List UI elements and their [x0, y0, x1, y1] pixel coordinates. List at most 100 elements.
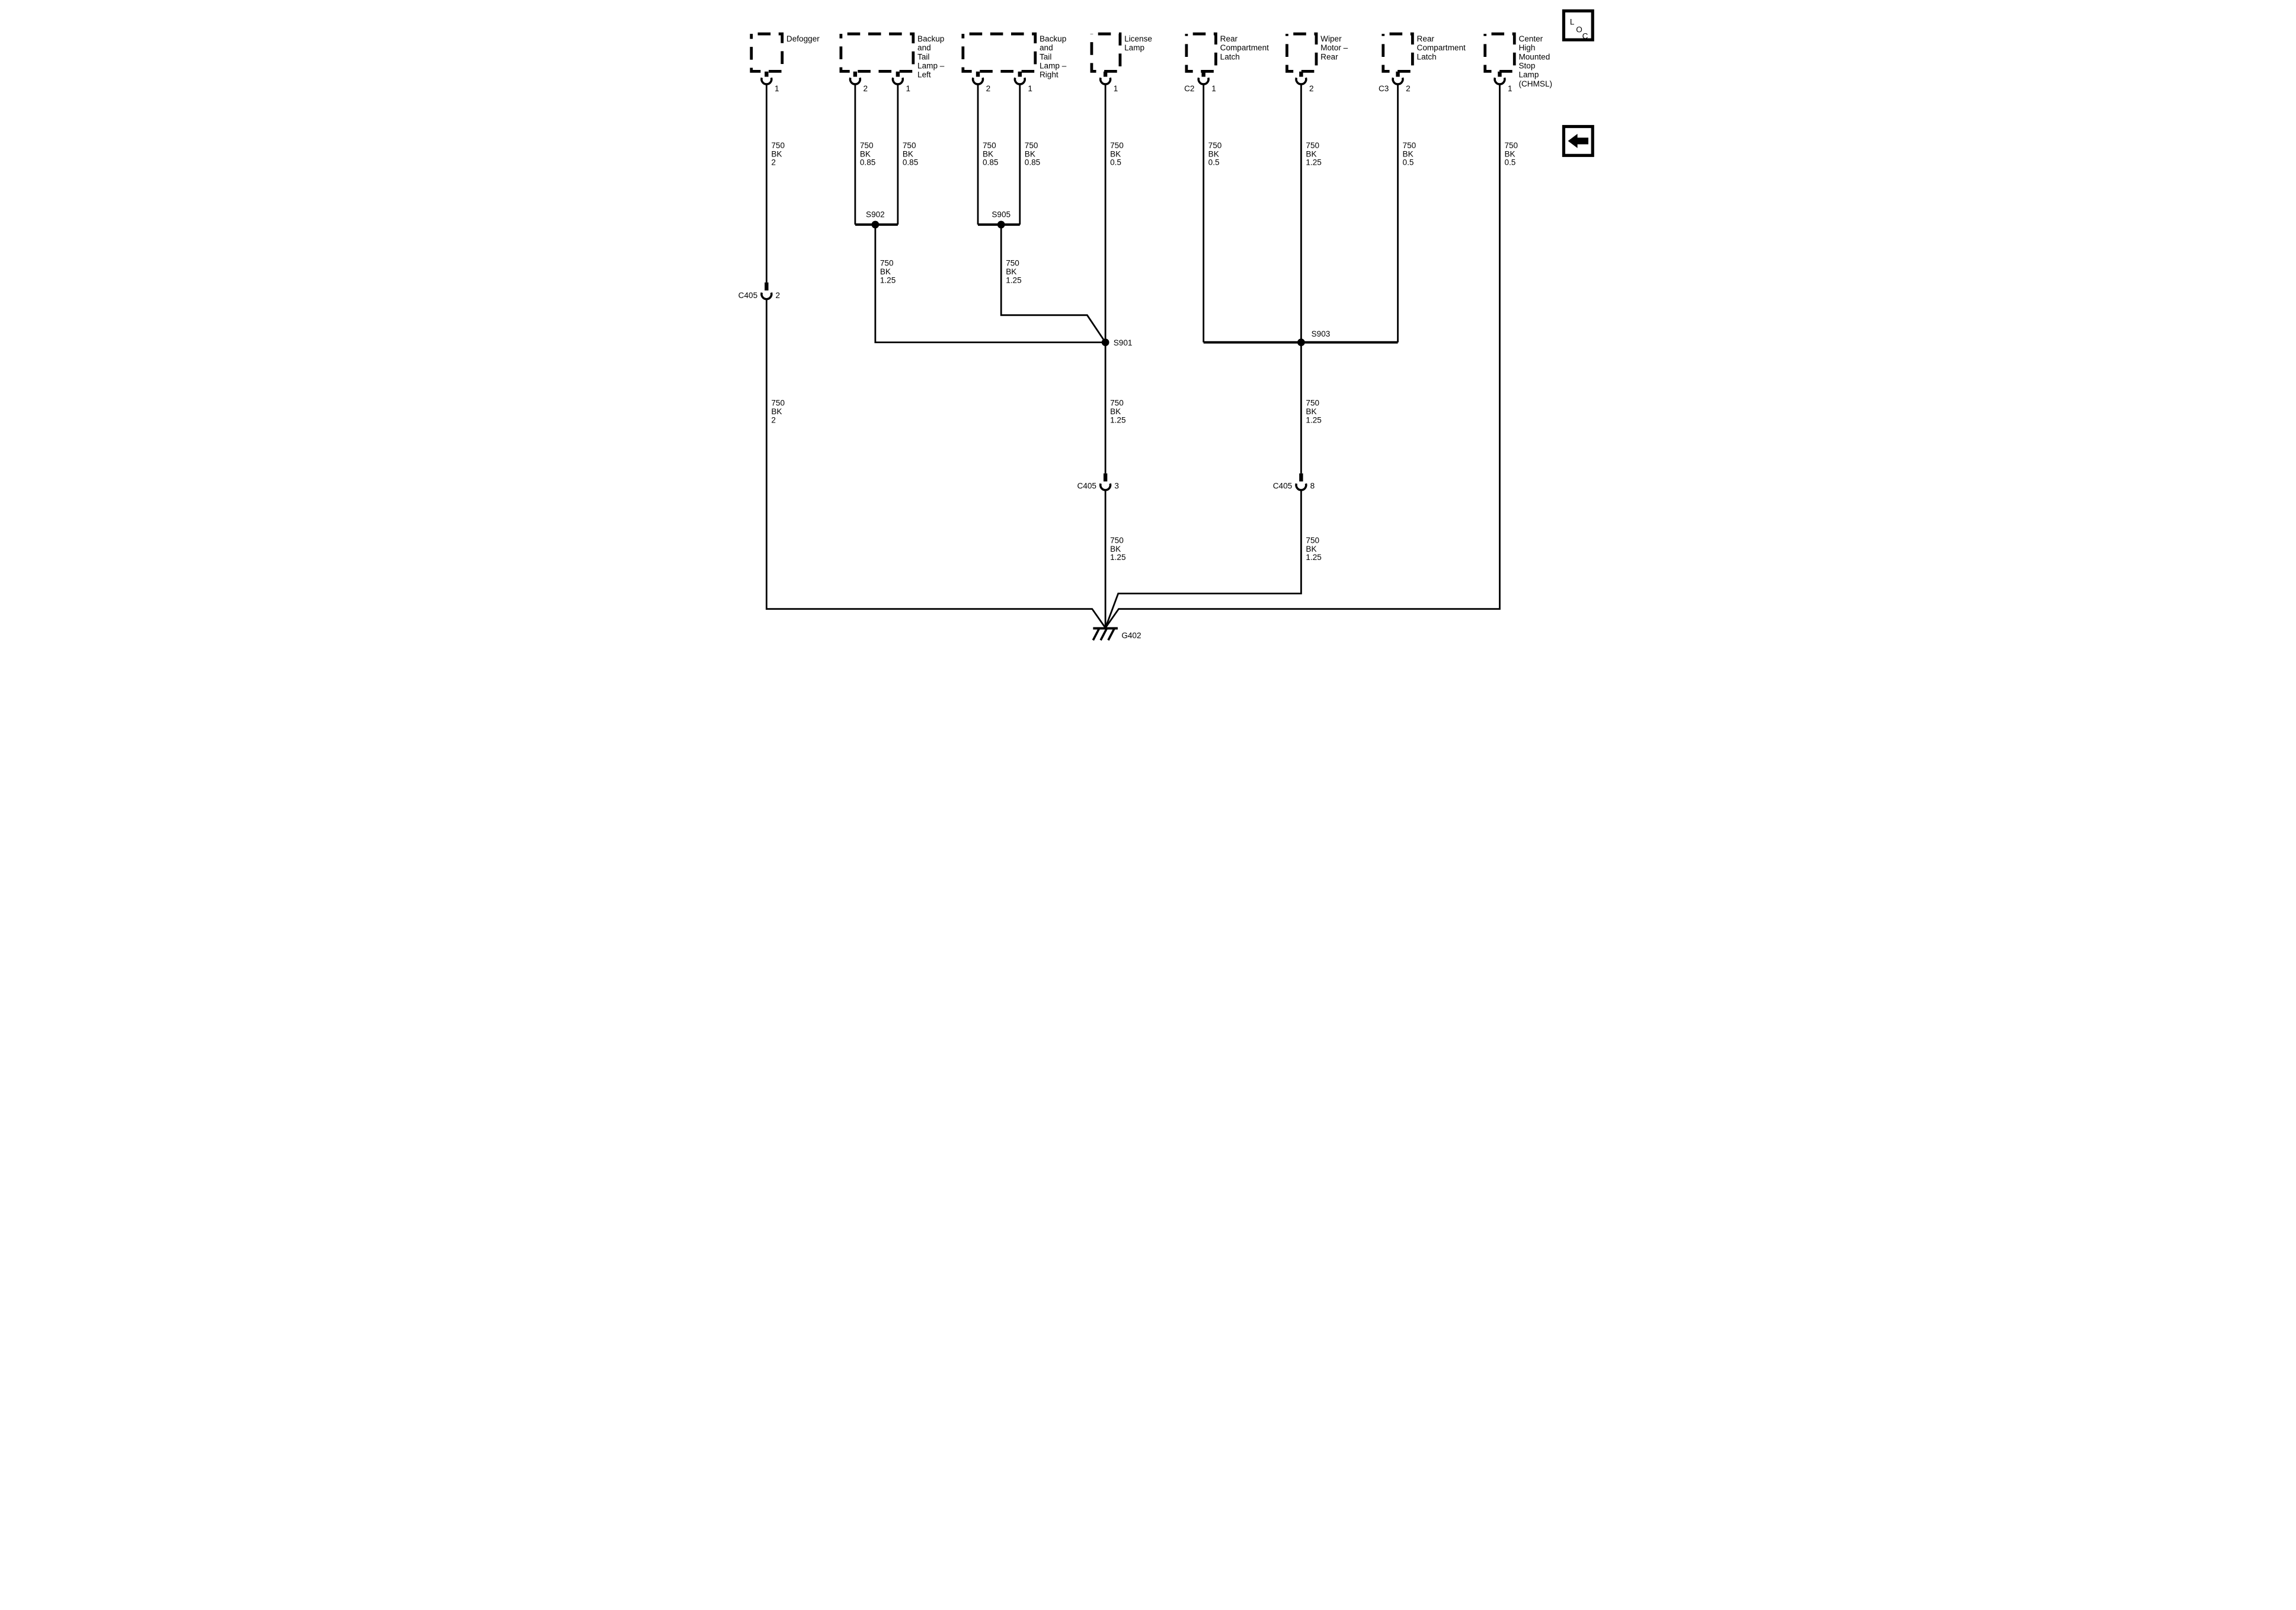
pin-number: 1 — [1028, 84, 1032, 93]
circuit-number: 750 — [880, 259, 893, 268]
wire-color: BK — [902, 149, 913, 158]
connector-cup-icon — [1391, 77, 1404, 85]
wire-color: BK — [771, 407, 782, 416]
component-label: Rear — [1416, 34, 1434, 43]
wire-gauge: 0.85 — [902, 158, 917, 167]
component-label: and — [1039, 43, 1053, 52]
left-arrow-shaft — [1576, 137, 1588, 145]
component-label: Compartment — [1220, 43, 1268, 52]
wire-label-defogger-mid: 750 BK 2 — [771, 399, 785, 425]
wire-wiper-lower — [1104, 489, 1302, 629]
pin-stub — [764, 71, 769, 77]
pin-number: 1 — [774, 84, 779, 93]
component-label: Backup — [1039, 34, 1066, 43]
back-navigation-box[interactable] — [1562, 124, 1594, 157]
circuit-number: 750 — [1504, 141, 1518, 150]
wire-label-chmsl: 750 BK 0.5 — [1504, 141, 1518, 167]
component-box — [961, 32, 1037, 73]
component-label: Center — [1518, 34, 1543, 43]
wire-label-s902-branch: 750 BK 1.25 — [880, 259, 895, 285]
pin-number: 1 — [1113, 84, 1118, 93]
component-label: Backup — [917, 34, 944, 43]
circuit-number: 750 — [902, 141, 916, 150]
circuit-number: 750 — [983, 141, 996, 150]
component-rear-compartment-latch-c2: Rear Compartment Latch C2 1 — [1184, 32, 1269, 93]
connector-id: C405 — [1077, 481, 1096, 490]
component-box — [1090, 32, 1121, 73]
connector-stub — [1299, 473, 1303, 482]
wire-label-wiper-bottom: 750 BK 1.25 — [1306, 536, 1321, 562]
circuit-number: 750 — [1306, 141, 1319, 150]
component-label: Lamp – — [917, 62, 945, 71]
wire-gauge: 0.5 — [1402, 158, 1414, 167]
component-label: Lamp — [1518, 71, 1539, 79]
wire-color: BK — [1208, 149, 1219, 158]
splice-dot-s902 — [871, 220, 879, 229]
pin-number: 2 — [1309, 84, 1313, 93]
component-box — [1483, 32, 1516, 73]
wire-gauge: 1.25 — [1306, 415, 1321, 424]
component-label: Wiper — [1320, 34, 1342, 43]
pin-number: 2 — [1406, 84, 1411, 93]
splice-label-s901: S901 — [1113, 338, 1132, 347]
loc-letter-o: O — [1576, 25, 1582, 34]
wire-label-license-bottom: 750 BK 1.25 — [1110, 536, 1125, 562]
wire-defogger-lower — [765, 299, 1106, 629]
component-label: Rear — [1320, 52, 1338, 61]
ground-distribution-schematic: S902 S905 S901 S903 Defogger 1 Backup an… — [738, 9, 1594, 641]
connector-id: C405 — [1272, 481, 1291, 490]
pin-stub — [1395, 71, 1400, 77]
wire-label-latch-c3: 750 BK 0.5 — [1402, 141, 1416, 167]
wire-chmsl — [1104, 84, 1501, 629]
pin-number: 2 — [775, 291, 780, 300]
component-label: (CHMSL) — [1518, 79, 1552, 88]
wire-s902-run — [874, 225, 1105, 344]
wire-color: BK — [983, 149, 993, 158]
connector-id: C2 — [1184, 84, 1194, 93]
wire-gauge: 1.25 — [1110, 553, 1125, 562]
component-label: Rear — [1220, 34, 1237, 43]
pin-number: 1 — [1211, 84, 1216, 93]
wire-color: BK — [880, 267, 890, 276]
circuit-number: 750 — [1110, 536, 1124, 545]
component-label: Tail — [917, 52, 929, 61]
component-label: License — [1124, 34, 1152, 43]
inline-connector-c405-2: C405 2 — [738, 282, 780, 300]
connector-cup-icon — [971, 77, 984, 85]
wire-gauge: 0.5 — [1110, 158, 1121, 167]
component-label: High — [1518, 43, 1535, 52]
circuit-number: 750 — [1306, 399, 1319, 408]
component-label: Right — [1039, 71, 1058, 79]
component-label: and — [917, 43, 931, 52]
wire-label-license-mid: 750 BK 1.25 — [1110, 399, 1125, 425]
wire-color: BK — [1110, 149, 1121, 158]
wire-gauge: 1.25 — [1306, 158, 1321, 167]
pin-stub — [853, 71, 857, 77]
pin-stub — [896, 71, 900, 77]
pin-stub — [1201, 71, 1205, 77]
wire-label-defogger-top: 750 BK 2 — [771, 141, 785, 167]
component-wiper-motor-rear: Wiper Motor – Rear 2 — [1285, 32, 1348, 93]
circuit-number: 750 — [1208, 141, 1221, 150]
component-label: Lamp – — [1039, 62, 1066, 71]
component-rear-compartment-latch-c3: Rear Compartment Latch C3 2 — [1378, 32, 1466, 93]
component-label: Mounted — [1518, 52, 1550, 61]
circuit-number: 750 — [1006, 259, 1019, 268]
circuit-number: 750 — [1402, 141, 1416, 150]
component-label: Latch — [1416, 52, 1436, 61]
circuit-number: 750 — [859, 141, 873, 150]
wire-gauge: 0.85 — [1024, 158, 1040, 167]
pin-stub — [976, 71, 980, 77]
loc-letter-l: L — [1569, 18, 1574, 27]
ground-label: G402 — [1121, 631, 1141, 640]
loc-legend-box[interactable]: L O C — [1562, 9, 1594, 41]
component-box — [1381, 32, 1414, 73]
component-label: Tail — [1039, 52, 1051, 61]
wire-gauge: 1.25 — [1110, 415, 1125, 424]
wire-gauge: 0.85 — [983, 158, 998, 167]
circuit-number: 750 — [1110, 141, 1124, 150]
pin-number: 1 — [1508, 84, 1512, 93]
wires — [765, 84, 1501, 629]
pin-number: 3 — [1114, 481, 1119, 490]
circuit-number: 750 — [1024, 141, 1038, 150]
